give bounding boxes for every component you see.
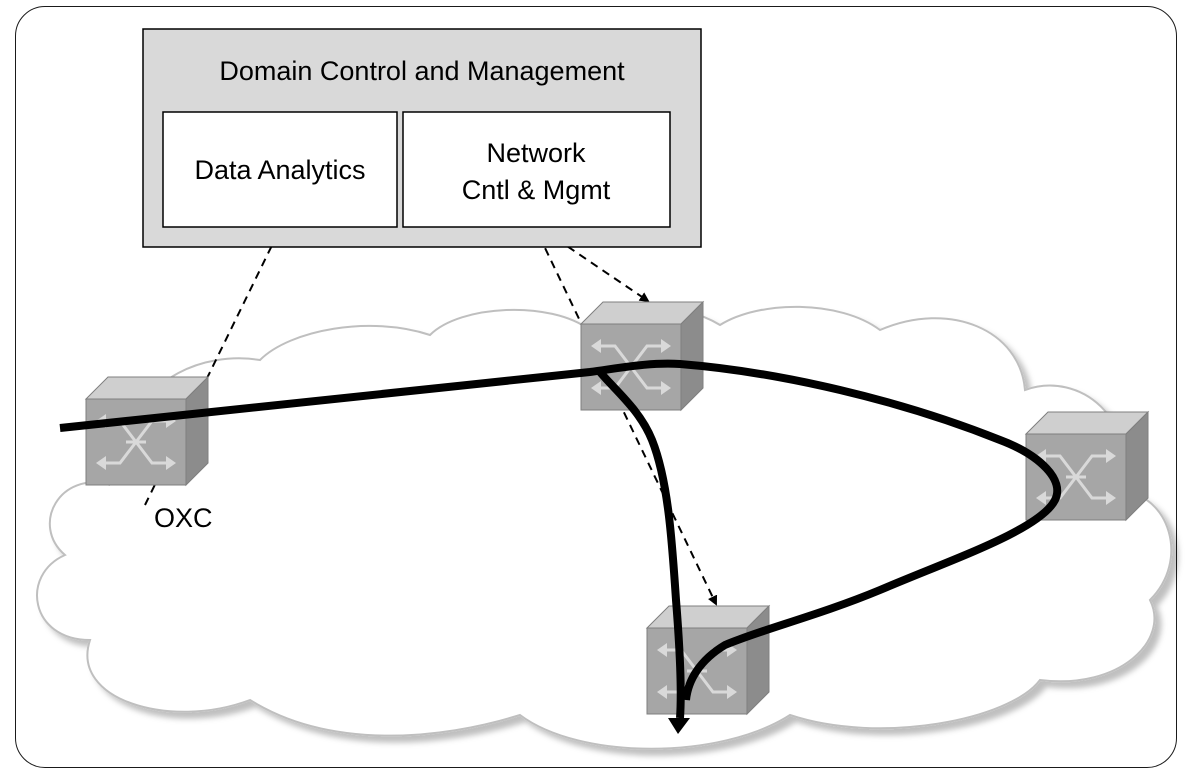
lightpath-route xyxy=(59,359,1062,701)
network-control-box xyxy=(402,111,671,228)
domain-control-title: Domain Control and Management xyxy=(219,56,625,86)
control-link-top xyxy=(532,222,650,303)
domain-control-box: Domain Control and Management Data Analy… xyxy=(142,28,702,248)
network-cloud xyxy=(36,305,1173,750)
oxc-switch-top xyxy=(579,300,705,412)
control-link-bottom xyxy=(532,222,718,606)
outer-frame xyxy=(15,6,1177,768)
oxc-label: OXC xyxy=(154,503,213,533)
lightpath-branch xyxy=(596,369,685,719)
data-analytics-box xyxy=(162,111,398,228)
data-analytics-label: Data Analytics xyxy=(194,155,365,185)
network-control-label-line1: Network xyxy=(486,138,586,168)
telemetry-link xyxy=(144,229,280,506)
oxc-switch-left xyxy=(84,375,210,487)
network-control-label-line2: Cntl & Mgmt xyxy=(462,175,611,205)
lightpath-arrowhead xyxy=(668,718,690,734)
